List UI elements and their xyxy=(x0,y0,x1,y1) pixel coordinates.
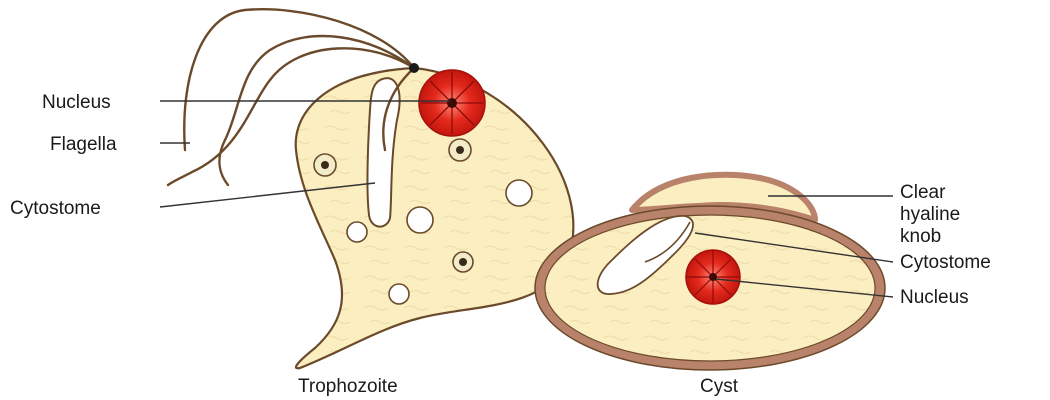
knob-label-line1: Clear xyxy=(900,182,946,203)
cyst xyxy=(535,175,885,370)
cytostome-label-right: Cytostome xyxy=(900,252,991,273)
caption-cyst: Cyst xyxy=(700,376,739,397)
flagella-label: Flagella xyxy=(50,134,117,155)
knob-label-line2: hyaline xyxy=(900,204,960,225)
trophozoite xyxy=(168,9,573,368)
cyst-nucleus xyxy=(686,250,740,304)
nucleus-label-right: Nucleus xyxy=(900,287,969,308)
caption-trophozoite: Trophozoite xyxy=(298,376,398,397)
trophozoite-basal-body xyxy=(409,63,419,73)
nucleus-label-left: Nucleus xyxy=(42,92,111,113)
knob-label-line3: knob xyxy=(900,226,941,247)
trophozoite-nucleus xyxy=(419,70,485,136)
cytostome-label-left: Cytostome xyxy=(10,198,101,219)
